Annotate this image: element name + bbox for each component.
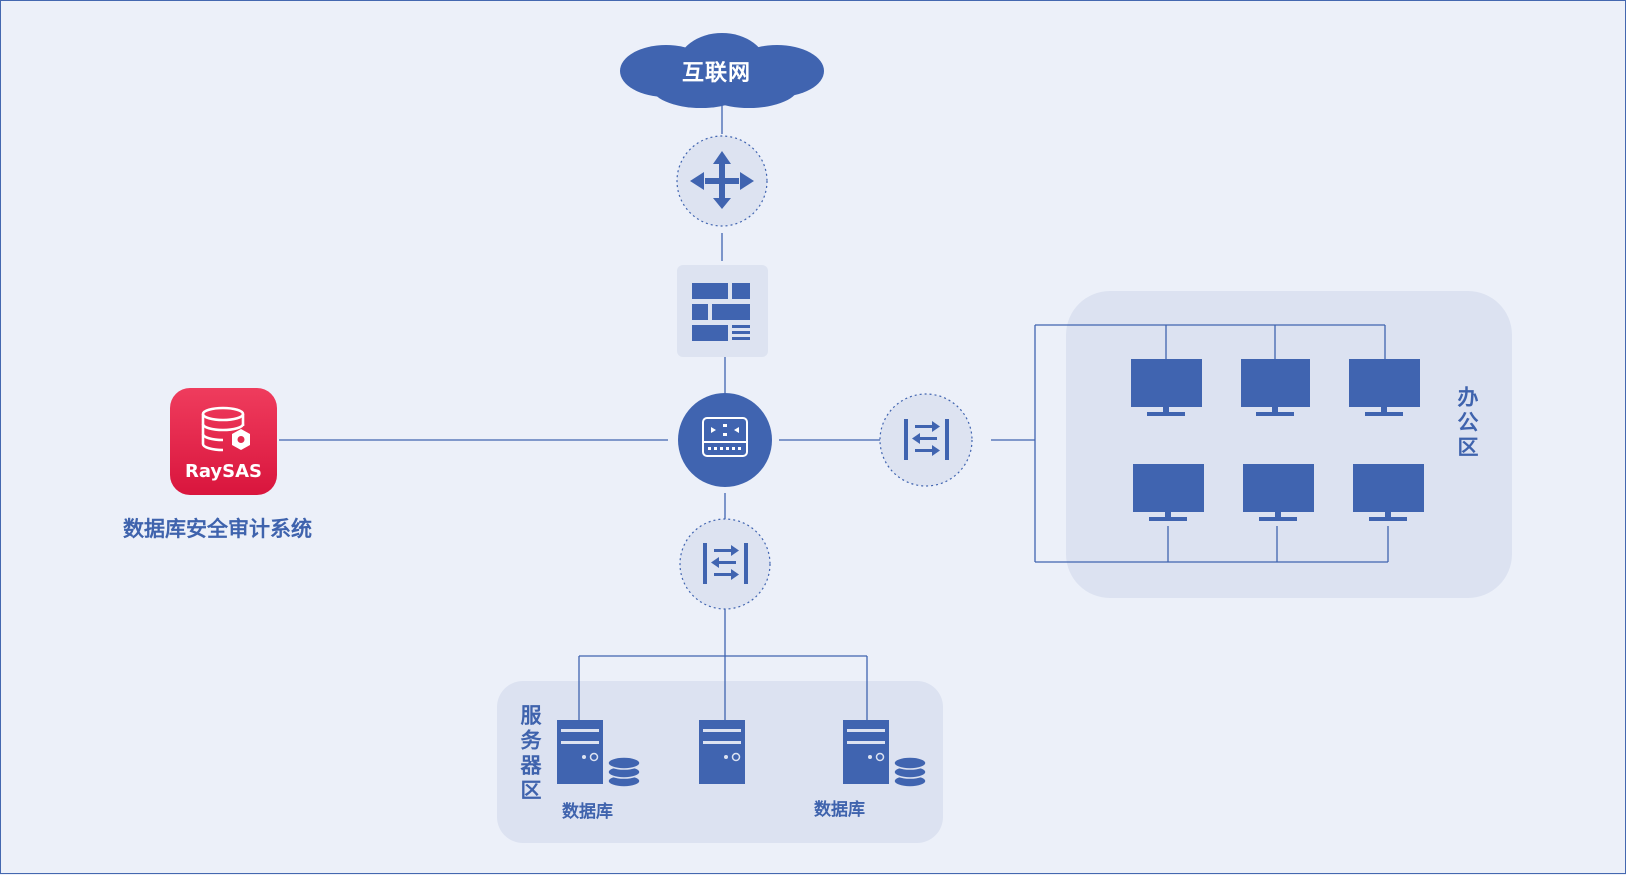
raysas-logo-text: RaySAS (184, 461, 263, 482)
raysas-caption: 数据库安全审计系统 (123, 517, 312, 541)
monitor-icon (1133, 464, 1204, 521)
monitor-icon (1353, 464, 1424, 521)
server-zone-label: 服务器区 (518, 704, 542, 804)
database-icon (893, 756, 927, 788)
office-monitors (1131, 359, 1424, 521)
servers (557, 720, 927, 788)
raysas-logo (170, 388, 277, 495)
server-icon (557, 720, 603, 784)
server-icon (843, 720, 889, 784)
monitor-icon (1241, 359, 1310, 416)
core-switch-icon (702, 417, 748, 457)
core-switch-node (678, 393, 772, 487)
monitor-icon (1243, 464, 1314, 521)
server-3-caption: 数据库 (814, 800, 865, 820)
connection-lines (279, 101, 1389, 720)
office-switch-node (879, 393, 973, 487)
database-icon (607, 756, 641, 788)
server-icon (699, 720, 745, 784)
office-zone-label: 办公区 (1455, 386, 1479, 461)
server-switch-node (679, 518, 771, 610)
switch-icon (703, 543, 748, 584)
firewall-brick-icon (692, 283, 750, 341)
server-1-caption: 数据库 (562, 802, 613, 822)
firewall-node (677, 265, 768, 357)
monitor-icon (1349, 359, 1420, 416)
monitor-icon (1131, 359, 1202, 416)
office-zone (1066, 291, 1512, 598)
router-node (676, 135, 768, 227)
database-shield-icon (201, 406, 245, 452)
router-arrows-icon (690, 151, 754, 209)
internet-label: 互联网 (682, 61, 752, 86)
cloud-icon (620, 33, 824, 108)
switch-icon (904, 419, 949, 460)
